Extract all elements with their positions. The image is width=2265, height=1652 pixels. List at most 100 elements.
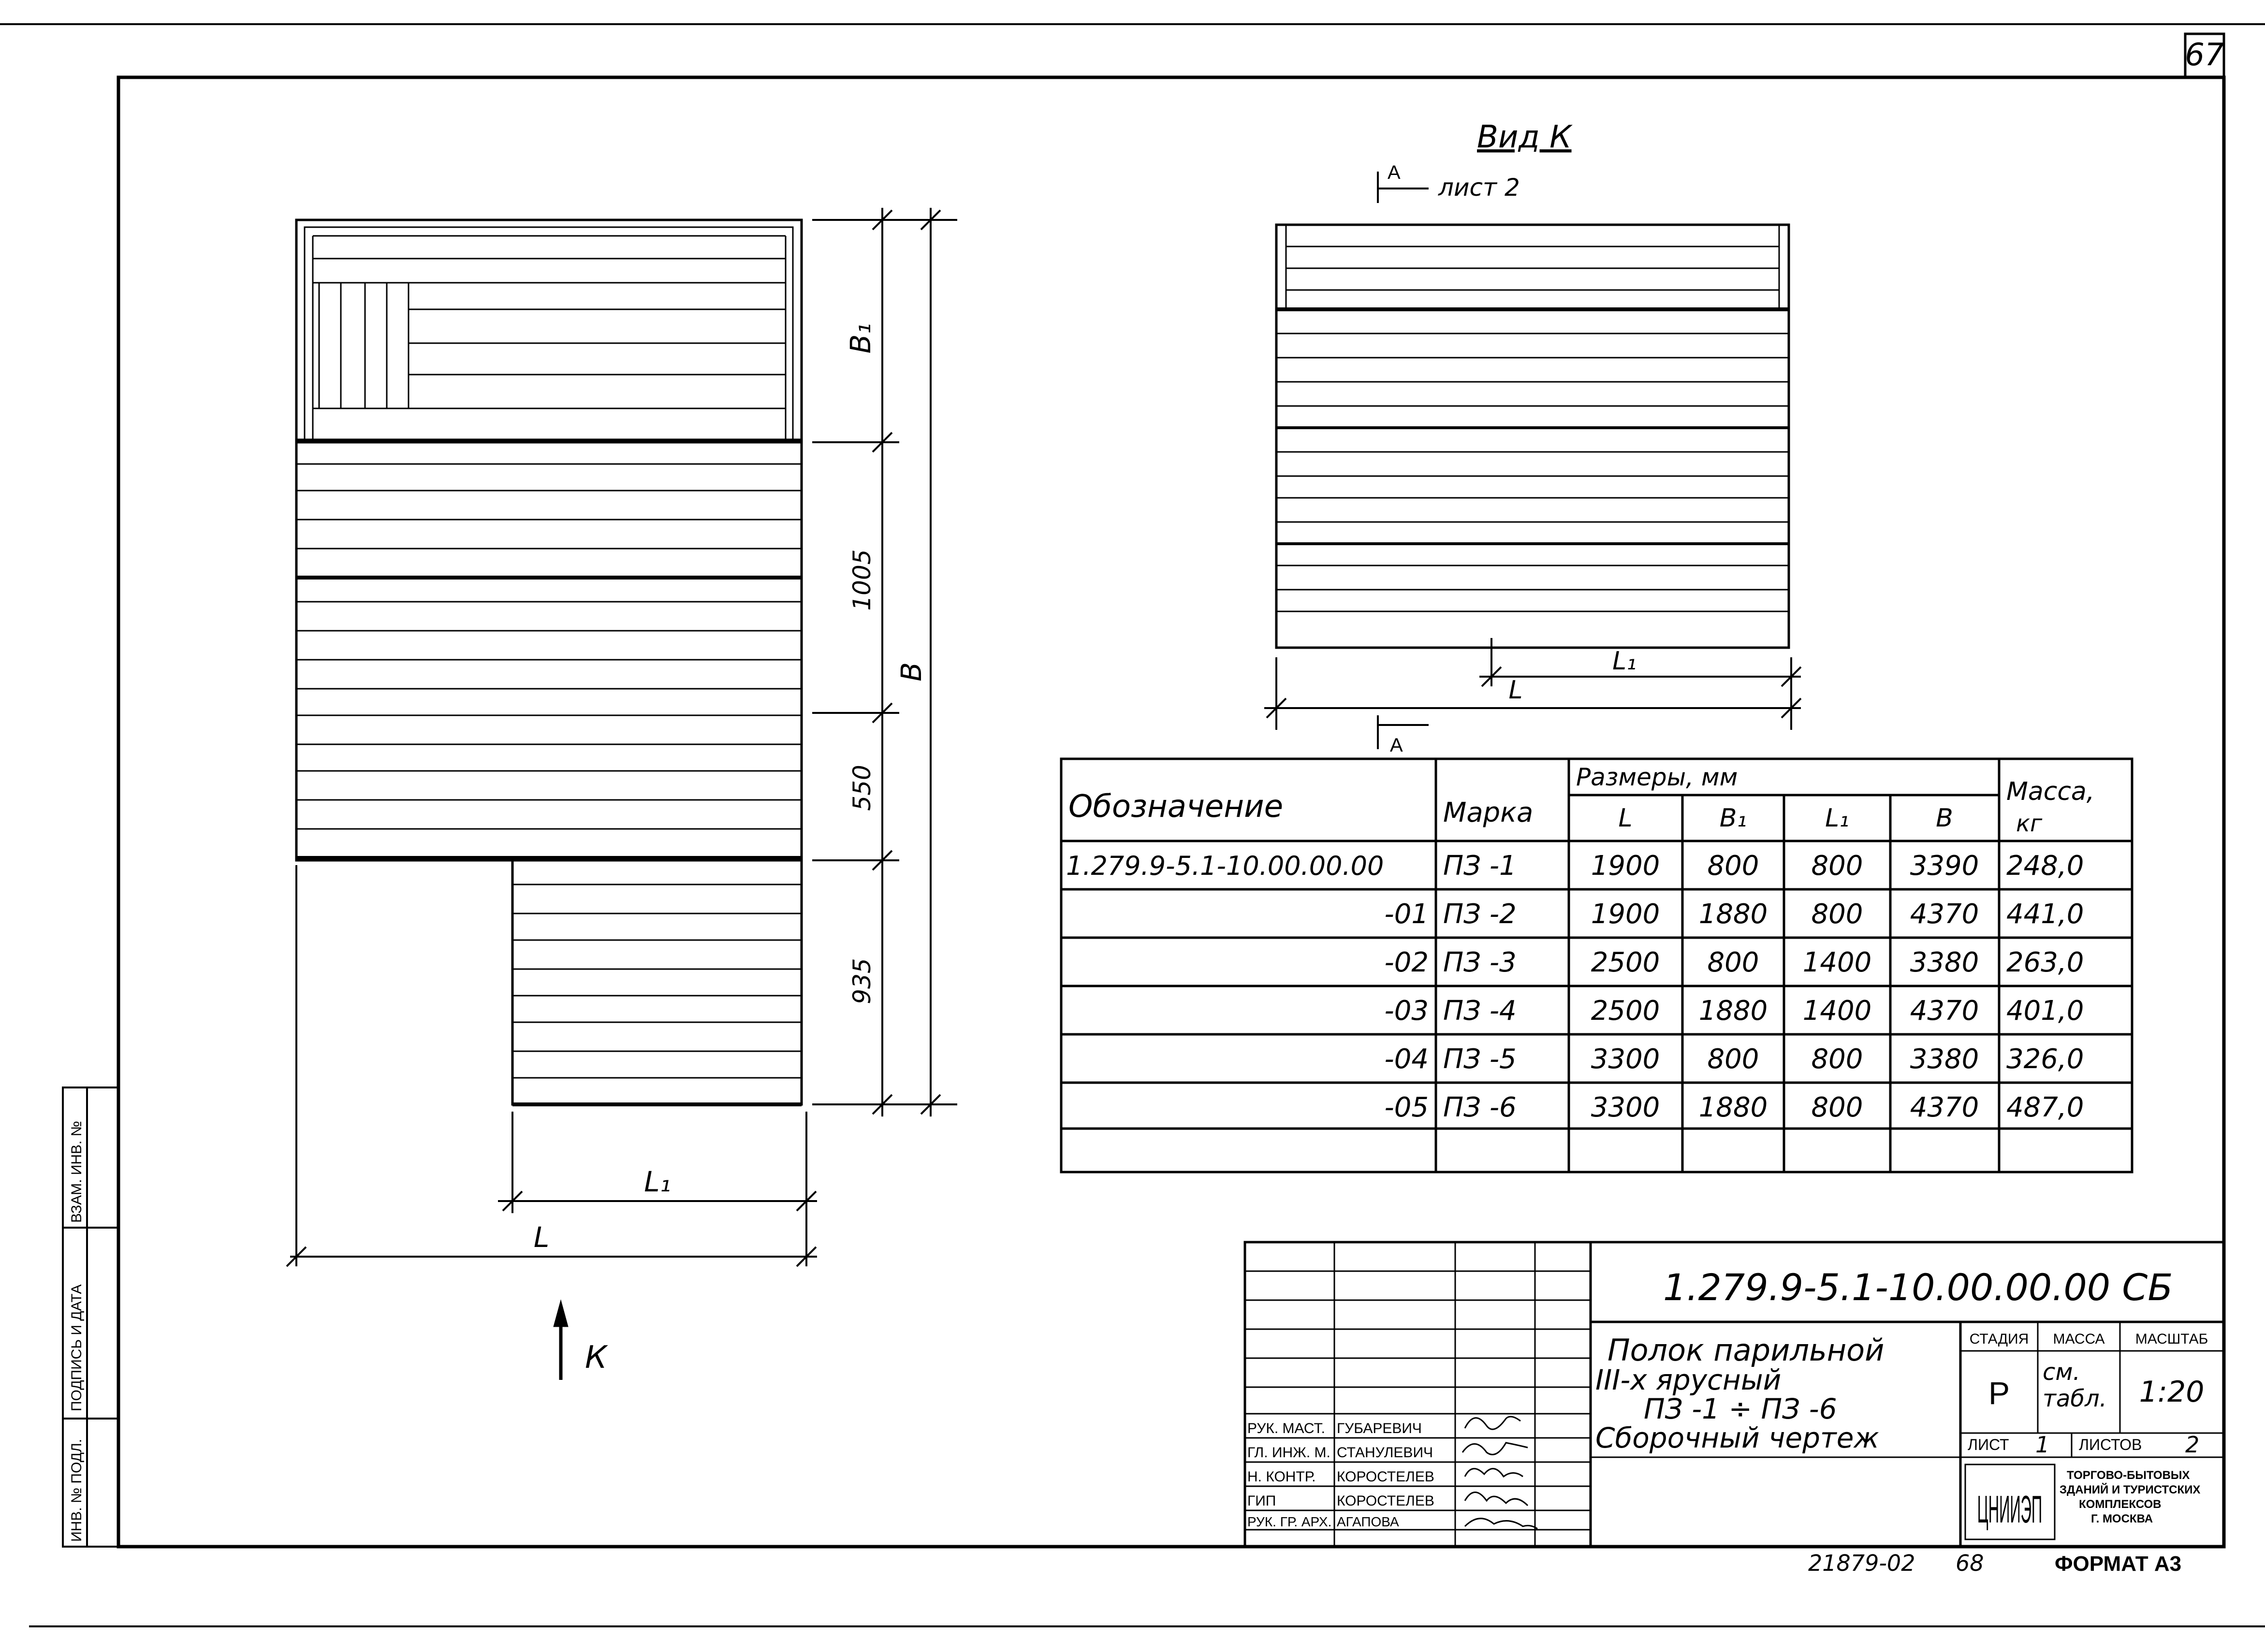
signature-name: ГУБАРЕВИЧ: [1337, 1420, 1422, 1436]
dim-b-label: B: [895, 662, 928, 681]
spec-table-row: -04 ПЗ -5 3300 800 800 3380 326,0: [1385, 1043, 2084, 1075]
signature-row: РУК. МАСТ. ГУБАРЕВИЧ: [1247, 1420, 1422, 1436]
view-dim-l-label: L: [1509, 676, 1523, 705]
view-arrow-label: К: [585, 1340, 608, 1376]
signature-name: АГАПОВА: [1337, 1514, 1399, 1529]
row-l1: 800: [1812, 850, 1863, 882]
header-designation: Обозначение: [1068, 789, 1283, 825]
dim-1005-label: 1005: [848, 549, 876, 610]
dim-550-label: 550: [848, 765, 876, 811]
view-title: Вид К: [1477, 119, 1573, 155]
footer-archive: 21879-02: [1808, 1550, 1915, 1576]
row-mark: ПЗ -6: [1443, 1092, 1517, 1123]
row-l: 3300: [1591, 1043, 1660, 1075]
footer-page: 68: [1956, 1550, 1984, 1576]
header-mark: Марка: [1443, 797, 1533, 828]
title-line-4: Сборочный чертеж: [1595, 1421, 1879, 1454]
sheet-label: ЛИСТ: [1968, 1436, 2009, 1453]
mass-value-line-1: см.: [2043, 1359, 2080, 1386]
org-logo: ЦНИИЭП: [1977, 1487, 2042, 1531]
signature-row: РУК. ГР. АРХ. АГАПОВА: [1247, 1514, 1399, 1529]
row-designation: 1.279.9-5.1-10.00.00.00: [1066, 851, 1384, 881]
row-l1: 800: [1812, 1092, 1863, 1123]
view-dim-l1-label: L₁: [1612, 647, 1637, 676]
dim-l1-label: L₁: [644, 1165, 671, 1198]
row-b: 3390: [1910, 850, 1979, 882]
row-b1: 800: [1708, 947, 1759, 978]
row-mass: 248,0: [2006, 850, 2084, 882]
dim-b1-label: B₁: [844, 323, 877, 353]
row-b1: 800: [1708, 850, 1759, 882]
row-mark: ПЗ -2: [1443, 898, 1517, 930]
row-l1: 1400: [1803, 995, 1872, 1027]
header-mass: Масса,: [2006, 777, 2094, 806]
signature-role: ГЛ. ИНЖ. М.: [1247, 1445, 1330, 1461]
spec-table-row: -05 ПЗ -6 3300 1880 800 4370 487,0: [1385, 1092, 2084, 1123]
stage-value: Р: [1988, 1375, 2010, 1411]
sheet-number: 67: [2185, 37, 2224, 73]
org-logo-box: [1964, 1464, 2056, 1540]
org-line-4: Г. МОСКВА: [2091, 1512, 2153, 1525]
row-b: 3380: [1910, 947, 1979, 978]
row-b1: 800: [1708, 1043, 1759, 1075]
signature-role: РУК. МАСТ.: [1247, 1420, 1325, 1436]
stage-label: СТАДИЯ: [1970, 1331, 2029, 1347]
footer-format: ФОРМАТ А3: [2055, 1552, 2181, 1576]
org-line-2: ЗДАНИЙ И ТУРИСТСКИХ: [2060, 1483, 2200, 1496]
title-line-2: III-х ярусный: [1595, 1363, 1781, 1396]
header-mass-unit: кг: [2016, 810, 2043, 837]
row-l1: 1400: [1803, 947, 1872, 978]
row-mass: 263,0: [2006, 947, 2084, 978]
row-b: 3380: [1910, 1043, 1979, 1075]
row-mark: ПЗ -3: [1443, 947, 1517, 978]
sheets-value: 2: [2185, 1432, 2199, 1458]
sheets-label: ЛИСТОВ: [2079, 1436, 2142, 1453]
plan-horizontal-dimensions: [286, 865, 817, 1267]
signature-scribbles: [1461, 1416, 1538, 1530]
signature-name: КОРОСТЕЛЕВ: [1337, 1493, 1434, 1509]
header-b: B: [1936, 804, 1953, 833]
row-l: 3300: [1591, 1092, 1660, 1123]
row-mark: ПЗ -5: [1443, 1043, 1517, 1075]
row-b1: 1880: [1699, 898, 1768, 930]
row-l1: 800: [1812, 1043, 1863, 1075]
org-line-1: ТОРГОВО-БЫТОВЫХ: [2067, 1469, 2190, 1482]
spec-table-row: -01 ПЗ -2 1900 1880 800 4370 441,0: [1385, 898, 2084, 930]
side-stamp: [62, 1087, 119, 1548]
row-l: 1900: [1591, 898, 1660, 930]
title-block-grid: [1243, 1241, 2225, 1548]
row-l: 1900: [1591, 850, 1660, 882]
sheet-number-box: [2184, 32, 2225, 79]
row-b1: 1880: [1699, 1092, 1768, 1123]
row-l: 2500: [1591, 947, 1660, 978]
section-mark-top: [1377, 172, 1429, 203]
plan-vertical-dimensions: [812, 208, 957, 1116]
mass-value-line-2: табл.: [2043, 1385, 2107, 1412]
row-designation: -03: [1385, 995, 1429, 1027]
view-k-dimensions: [1264, 638, 1802, 749]
drawing-frame: [117, 75, 2226, 1549]
section-letter-bottom: A: [1390, 735, 1403, 756]
title-line-3: ПЗ -1 ÷ ПЗ -6: [1644, 1392, 1837, 1425]
scale-label: МАСШТАБ: [2135, 1331, 2208, 1347]
spec-table-header: Обозначение Марка Размеры, мм L B₁ L₁ B …: [1068, 763, 2094, 837]
scale-value: 1:20: [2139, 1375, 2205, 1409]
row-mark: ПЗ -1: [1443, 850, 1517, 882]
row-l1: 800: [1812, 898, 1863, 930]
row-b: 4370: [1910, 1092, 1979, 1123]
row-mass: 441,0: [2006, 898, 2084, 930]
row-designation: -01: [1385, 898, 1429, 930]
section-letter-top: A: [1388, 162, 1401, 183]
org-line-3: КОМПЛЕКСОВ: [2079, 1498, 2161, 1511]
spec-table-row: -02 ПЗ -3 2500 800 1400 3380 263,0: [1385, 947, 2084, 978]
signature-name: СТАНУЛЕВИЧ: [1337, 1445, 1433, 1461]
row-b: 4370: [1910, 898, 1979, 930]
mass-label: МАССА: [2053, 1331, 2104, 1347]
view-arrow: [553, 1299, 569, 1380]
row-mass: 487,0: [2006, 1092, 2084, 1123]
row-designation: -04: [1385, 1043, 1429, 1075]
section-sheet-ref: лист 2: [1438, 174, 1520, 202]
row-l: 2500: [1591, 995, 1660, 1027]
